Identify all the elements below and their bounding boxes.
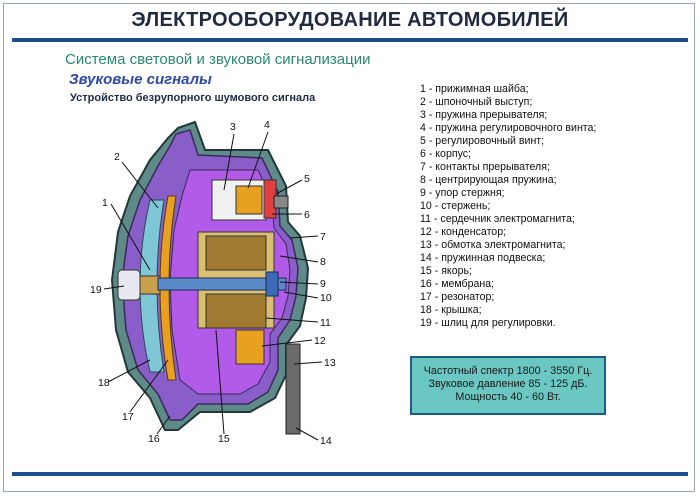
legend-item: 3 - пружина прерывателя; — [420, 109, 548, 121]
bottom-rule — [12, 472, 688, 476]
callout-16: 16 — [148, 433, 160, 445]
section-subtitle: Звуковые сигналы — [69, 71, 212, 88]
legend-item: 2 - шпоночный выступ; — [420, 96, 533, 108]
legend-item: 6 - корпус; — [420, 148, 471, 160]
legend-item: 13 - обмотка электромагнита; — [420, 239, 566, 251]
adjust-slot — [117, 269, 141, 301]
callout-2: 2 — [114, 151, 120, 163]
legend-item: 17 - резонатор; — [420, 291, 495, 303]
legend-item: 8 - центрирующая пружина; — [420, 174, 557, 186]
electromagnet-coil-top — [205, 235, 267, 271]
spec-pressure: Звуковое давление 85 - 125 дБ. — [428, 378, 588, 390]
spec-frequency: Частотный спектр 1800 - 3550 Гц. — [423, 365, 593, 377]
terminal — [273, 195, 289, 209]
legend-item: 5 - регулировочный винт; — [420, 135, 545, 147]
legend-item: 1 - прижимная шайба; — [420, 83, 529, 95]
callout-8: 8 — [320, 256, 326, 268]
legend-item: 12 - конденсатор; — [420, 226, 507, 238]
callout-10: 10 — [320, 292, 332, 304]
legend-item: 4 - пружина регулировочного винта; — [420, 122, 597, 134]
legend-item: 7 - контакты прерывателя; — [420, 161, 550, 173]
callout-17: 17 — [122, 411, 134, 423]
leader-lines — [103, 131, 323, 441]
callout-4: 4 — [264, 119, 270, 131]
callout-7: 7 — [320, 231, 326, 243]
legend-item: 19 - шлиц для регулировки. — [420, 317, 556, 329]
legend-item: 14 - пружинная подвеска; — [420, 252, 546, 264]
callout-14: 14 — [320, 435, 332, 447]
legend-item: 15 - якорь; — [420, 265, 472, 277]
callout-3: 3 — [230, 121, 236, 133]
title-rule — [12, 38, 688, 42]
spec-box: Частотный спектр 1800 - 3550 Гц. Звуково… — [410, 356, 606, 415]
page-title: ЭЛЕКТРООБОРУДОВАНИЕ АВТОМОБИЛЕЙ — [131, 9, 569, 31]
callout-6: 6 — [304, 209, 310, 221]
callout-1: 1 — [102, 197, 108, 209]
callout-9: 9 — [320, 278, 326, 290]
callout-5: 5 — [304, 173, 310, 185]
parts-legend: 1 - прижимная шайба; 2 - шпоночный высту… — [420, 83, 596, 330]
breaker-spring — [235, 185, 263, 215]
legend-item: 10 - стержень; — [420, 200, 491, 212]
legend-item: 18 - крышка; — [420, 304, 482, 316]
capacitor — [235, 329, 265, 365]
callout-13: 13 — [324, 357, 336, 369]
callout-12: 12 — [314, 335, 326, 347]
rod — [157, 277, 287, 291]
legend-item: 16 - мембрана; — [420, 278, 495, 290]
press-washer — [139, 275, 161, 295]
callout-18: 18 — [98, 377, 110, 389]
system-subtitle: Система световой и звуковой сигнализации — [65, 51, 371, 68]
spring-suspension — [285, 343, 301, 435]
rod-stop — [265, 271, 279, 297]
legend-item: 9 - упор стержня; — [420, 187, 505, 199]
electromagnet-coil-bottom — [205, 293, 267, 329]
device-subtitle: Устройство безрупорного шумового сигнала — [70, 92, 316, 104]
callout-15: 15 — [218, 433, 230, 445]
callout-19: 19 — [90, 284, 102, 296]
callout-11: 11 — [320, 317, 331, 329]
spec-power: Мощность 40 - 60 Вт. — [455, 391, 561, 403]
legend-item: 11 - сердечник электромагнита; — [420, 213, 575, 225]
poster-frame — [3, 3, 695, 492]
